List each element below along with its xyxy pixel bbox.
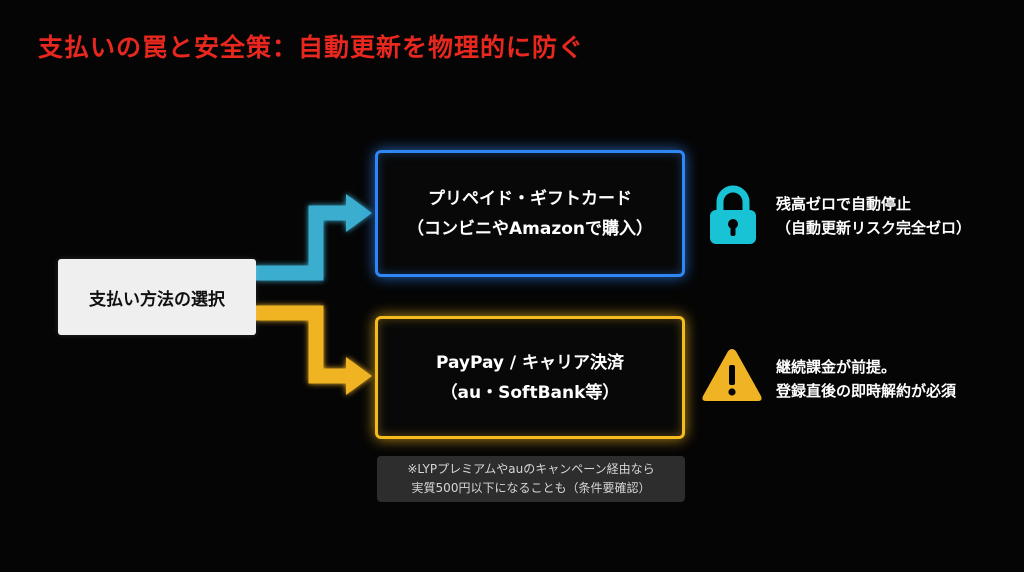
arrow-prepaid-shaft: [256, 205, 348, 281]
carrier-option-line-1: PayPay / キャリア決済: [435, 352, 625, 373]
prepaid-note: 残高ゼロで自動停止 （自動更新リスク完全ゼロ）: [776, 192, 971, 240]
payment-method-selection-label: 支払い方法の選択: [89, 289, 225, 310]
arrow-carrier-shaft: [256, 305, 348, 384]
lock-icon: [710, 185, 756, 244]
carrier-option-line-2: （au・SoftBank等）: [440, 382, 620, 403]
carrier-note-line-2: 登録直後の即時解約が必須: [776, 382, 957, 400]
carrier-note: 継続課金が前提。 登録直後の即時解約が必須: [776, 355, 956, 403]
footnote-line-1: ※LYPプレミアムやauのキャンペーン経由なら: [407, 462, 655, 476]
carrier-note-line-1: 継続課金が前提。: [776, 358, 897, 376]
prepaid-note-line-1: 残高ゼロで自動停止: [776, 195, 912, 213]
page-title: 支払いの罠と安全策：自動更新を物理的に防ぐ: [38, 33, 585, 62]
campaign-footnote: ※LYPプレミアムやauのキャンペーン経由なら 実質500円以下になることも（条…: [377, 456, 685, 502]
prepaid-option-box: プリペイド・ギフトカード （コンビニやAmazonで購入）: [375, 150, 685, 277]
payment-method-selection-box: 支払い方法の選択: [58, 259, 256, 335]
prepaid-option-line-2: （コンビニやAmazonで購入）: [406, 218, 654, 239]
arrow-to-prepaid: [256, 194, 372, 281]
footnote-line-2: 実質500円以下になることも（条件要確認）: [411, 481, 651, 495]
carrier-option-box: PayPay / キャリア決済 （au・SoftBank等）: [375, 316, 685, 439]
arrow-to-carrier: [256, 305, 372, 395]
prepaid-note-line-2: （自動更新リスク完全ゼロ）: [776, 219, 972, 237]
arrow-carrier-head: [346, 357, 372, 395]
prepaid-option-line-1: プリペイド・ギフトカード: [428, 188, 632, 209]
warning-icon: [702, 349, 762, 401]
arrow-prepaid-head: [346, 194, 372, 232]
